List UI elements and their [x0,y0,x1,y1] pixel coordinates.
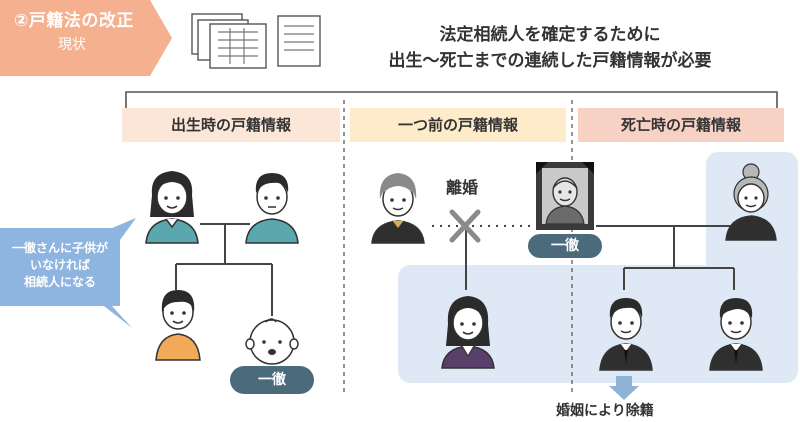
marriage-removal-label: 婚姻により除籍 [556,403,654,419]
divorce-label: 離婚 [446,178,479,197]
sibling-icon [155,290,201,361]
callout-line2: いなければ [29,258,90,272]
son-right-icon [709,298,763,371]
section-label-birth: 出生時の戸籍情報 [122,108,340,142]
callout-bubble [0,218,136,328]
headline-line1: 法定相続人を確定するために [439,25,661,45]
son-left-icon [599,298,653,371]
daughter-icon [441,296,495,369]
section-label-previous: 一つ前の戸籍情報 [350,108,566,142]
kazuya-child-label: 一徹 [230,366,314,394]
elderly-woman-icon [725,163,777,241]
mother-icon [145,171,199,244]
deceased-portrait-icon [536,162,594,230]
callout-line3: 相続人になる [23,275,96,289]
headline-line2: 出生～死亡までの連続した戸籍情報が必要 [388,51,712,71]
ex-wife-icon [371,173,425,244]
section-label-death: 死亡時の戸籍情報 [578,108,784,142]
badge-title: ②戸籍法の改正 [14,11,134,31]
callout-line1: 一徹さんに子供が [11,241,108,255]
baby-icon [245,318,299,365]
document-stack-icon [191,13,321,69]
section-badge: ②戸籍法の改正 現状 [0,0,172,76]
father-icon [245,173,299,244]
kazuya-deceased-label: 一徹 [528,234,602,258]
badge-subtitle: 現状 [58,37,86,53]
